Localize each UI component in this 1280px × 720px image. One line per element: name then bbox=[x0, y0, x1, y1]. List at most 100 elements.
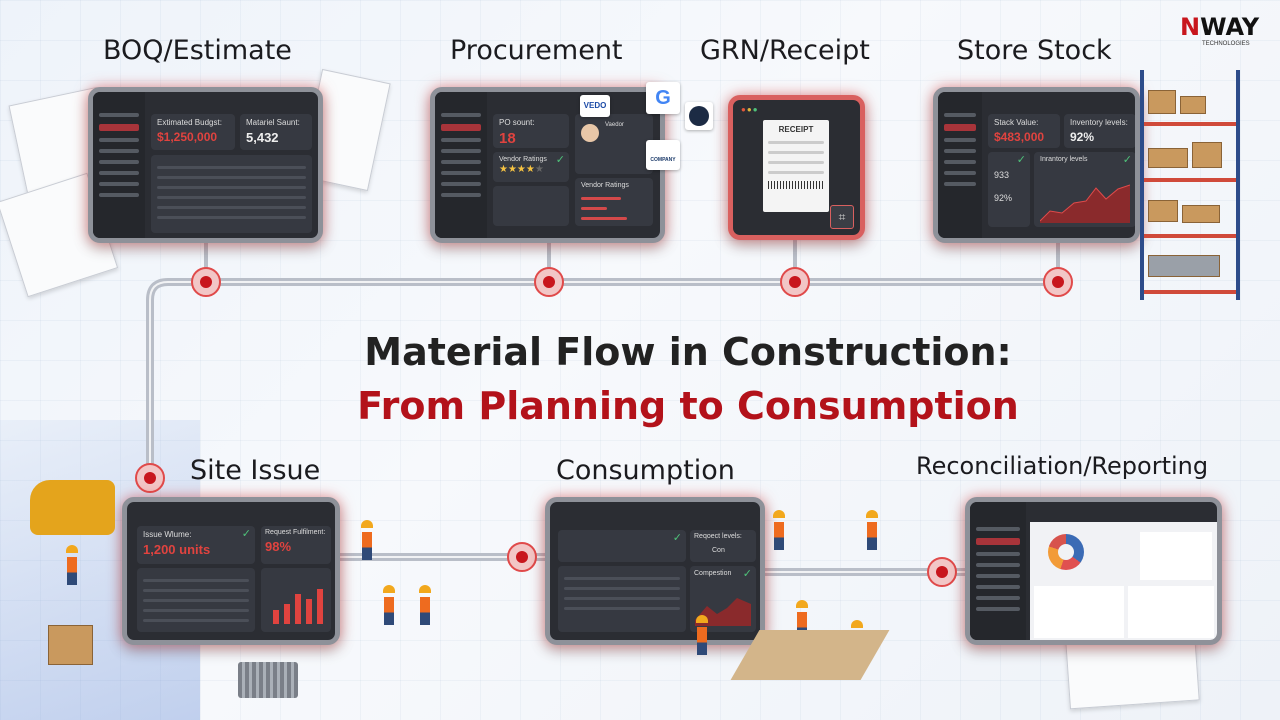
stage-label-reconciliation: Reconciliation/Reporting bbox=[916, 452, 1209, 480]
composition-label: Compestion bbox=[694, 570, 732, 577]
pipe-top bbox=[146, 278, 1058, 478]
budget-value: $1,250,000 bbox=[157, 129, 218, 144]
line-chart bbox=[1128, 586, 1214, 638]
material-count-card: Matariel Saunt: 5,432 bbox=[240, 114, 312, 150]
vendor-avatar bbox=[581, 124, 599, 142]
sidebar bbox=[435, 92, 487, 238]
vendor-ratings-title: Vendor Ratings bbox=[581, 182, 629, 189]
barcode bbox=[768, 181, 824, 189]
fulfil-value: 98% bbox=[265, 539, 292, 555]
receipt: RECEIPT bbox=[763, 120, 829, 212]
company-logo: COMPANY bbox=[646, 140, 680, 170]
request-label: Reqoect levels: bbox=[694, 533, 742, 540]
worker-figure bbox=[695, 615, 709, 655]
boq-dashboard: Extimated Budgst: $1,250,000 Matariel Sa… bbox=[88, 87, 323, 243]
inventory-value: 92% bbox=[1070, 129, 1095, 144]
brand-icon bbox=[685, 102, 713, 130]
check-icon: ✓ bbox=[1122, 154, 1132, 166]
google-logo: G bbox=[646, 82, 680, 114]
worker-figure bbox=[418, 585, 432, 625]
worker-figure bbox=[772, 510, 786, 550]
inventory-chart-label: Inrantory levels bbox=[1040, 156, 1088, 163]
area-chart bbox=[695, 598, 751, 626]
po-value: 18 bbox=[499, 129, 516, 147]
po-count-card: PO sount: 18 bbox=[493, 114, 569, 148]
inventory-chart: Inrantory levels ✓ bbox=[1034, 152, 1135, 227]
stats-card: 933 92% ✓ bbox=[988, 152, 1030, 227]
stock-label: Stack Value: bbox=[994, 118, 1039, 127]
worker-figure bbox=[795, 600, 809, 640]
stage-label-site-issue: Site Issue bbox=[190, 455, 321, 486]
issue-volume-card: Issue Wlume: 1,200 units ✓ bbox=[137, 526, 255, 564]
fulfil-label: Request Fulfilment: bbox=[265, 529, 326, 536]
stage-label-grn: GRN/Receipt bbox=[700, 35, 870, 66]
receipt-title: RECEIPT bbox=[778, 125, 814, 134]
consumption-dashboard: ✓ Reqoect levels: Con Compestion✓ bbox=[545, 497, 765, 645]
stage-label-procurement: Procurement bbox=[450, 35, 623, 66]
stage-label-boq: BOQ/Estimate bbox=[103, 35, 292, 66]
stock-value: $483,000 bbox=[994, 129, 1045, 144]
fulfilment-card: Request Fulfilment: 98% bbox=[261, 526, 331, 564]
site-issue-dashboard: Issue Wlume: 1,200 units ✓ Request Fulfil… bbox=[122, 497, 340, 645]
sidebar bbox=[93, 92, 145, 238]
vendor-label: Vaedor bbox=[605, 122, 624, 128]
issue-bar-chart bbox=[261, 568, 331, 632]
worker-figure bbox=[360, 520, 374, 560]
donut-chart bbox=[1048, 534, 1084, 570]
check-icon: ✓ bbox=[241, 528, 251, 540]
inventory-label: Inventory levels: bbox=[1070, 118, 1128, 127]
vedo-logo: VEDO bbox=[580, 95, 610, 117]
title-line-1: Material Flow in Construction: bbox=[364, 330, 1012, 374]
stage-label-store: Store Stock bbox=[957, 35, 1112, 66]
qr-scan-icon: ⌗ bbox=[830, 205, 854, 229]
steel-bars bbox=[238, 662, 298, 698]
worker-figure bbox=[865, 510, 879, 550]
po-label: PO sount: bbox=[499, 118, 535, 127]
consumption-table bbox=[558, 566, 686, 632]
worker-figure bbox=[382, 585, 396, 625]
count-label: Matariel Saunt: bbox=[246, 118, 300, 127]
inventory-card: Inventory levels: 92% bbox=[1064, 114, 1135, 148]
sidebar bbox=[970, 502, 1026, 640]
check-icon: ✓ bbox=[555, 154, 565, 166]
window-dots: ●●● bbox=[741, 105, 759, 114]
deviations-card bbox=[493, 186, 569, 226]
issue-value: 1,200 units bbox=[143, 541, 211, 557]
reconciliation-dashboard bbox=[965, 497, 1222, 645]
vendor-ratings-card: Vendor Ratings ★★★★★ ✓ bbox=[493, 152, 569, 182]
budget-card: Extimated Budgst: $1,250,000 bbox=[151, 114, 235, 150]
cement-mixer bbox=[30, 480, 115, 535]
store-stock-dashboard: Stack Value: $483,000 Inventory levels: … bbox=[933, 87, 1140, 243]
worker-figure bbox=[65, 545, 79, 585]
vendor-ratings-bars: Vendor Ratings bbox=[575, 178, 653, 226]
brand-tagline: TECHNOLOGIES bbox=[1202, 41, 1250, 47]
bar-chart-1 bbox=[1140, 532, 1212, 580]
vendor-card: Vaedor bbox=[575, 114, 653, 174]
consumption-summary-card: ✓ bbox=[558, 530, 686, 562]
stat-1: 933 bbox=[994, 170, 1010, 180]
material-pallet bbox=[48, 625, 93, 665]
issue-label: Issue Wlume: bbox=[143, 530, 192, 539]
bar-chart-2 bbox=[1034, 586, 1124, 638]
brand-logo-n: N bbox=[1180, 13, 1201, 41]
budget-label: Extimated Budgst: bbox=[157, 118, 222, 127]
brand-logo: NWAY TECHNOLOGIES bbox=[1180, 14, 1259, 48]
boq-table bbox=[151, 155, 312, 233]
request-value: Con bbox=[712, 547, 725, 555]
star-rating: ★★★★★ bbox=[499, 164, 544, 176]
request-levels-card: Reqoect levels: Con bbox=[690, 530, 756, 562]
warehouse-shelves bbox=[1130, 60, 1260, 310]
check-icon: ✓ bbox=[672, 532, 682, 544]
ratings-label: Vendor Ratings bbox=[499, 156, 547, 163]
procurement-dashboard: PO sount: 18 Vendor Ratings ★★★★★ ✓ Vaedo… bbox=[430, 87, 665, 243]
sidebar bbox=[938, 92, 982, 238]
brand-logo-way: WAY bbox=[1200, 13, 1260, 41]
area-chart bbox=[1040, 184, 1130, 223]
stat-2: 92% bbox=[994, 192, 1013, 203]
check-icon: ✓ bbox=[1016, 154, 1026, 166]
report-panel bbox=[1030, 522, 1217, 640]
issue-table bbox=[137, 568, 255, 632]
title-line-2: From Planning to Consumption bbox=[357, 384, 1019, 428]
grn-receipt-screen: ●●● RECEIPT ⌗ bbox=[728, 95, 865, 240]
